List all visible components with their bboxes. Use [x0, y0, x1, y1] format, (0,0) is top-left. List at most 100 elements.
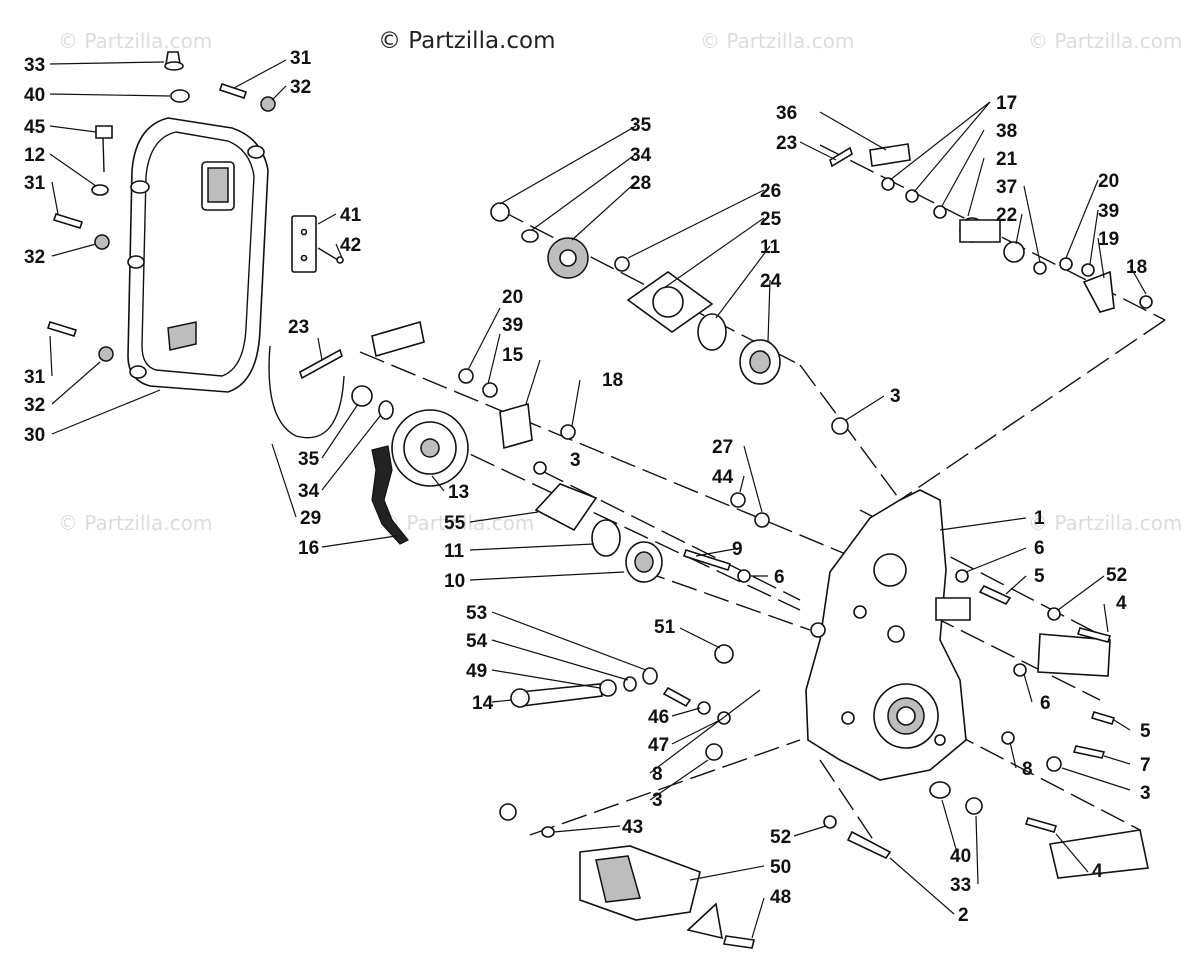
callout: 23	[776, 133, 797, 154]
callout: 3	[570, 450, 581, 471]
right-side-hardware	[823, 569, 1149, 879]
callout: 9	[732, 539, 743, 560]
callout: 43	[622, 817, 643, 838]
callout: 1	[1034, 508, 1045, 529]
callout: 6	[1034, 538, 1045, 559]
copyright-notice: © Partzilla.com	[378, 28, 556, 54]
callout: 23	[288, 317, 309, 338]
callout: 8	[652, 764, 663, 785]
callout: 38	[996, 121, 1017, 142]
callout: 55	[444, 513, 466, 534]
callout: 51	[654, 617, 676, 638]
callout: 33	[950, 875, 971, 896]
callout: 10	[444, 571, 465, 592]
drive-chain	[371, 445, 409, 545]
callout: 36	[776, 103, 797, 124]
callout: 37	[996, 177, 1017, 198]
callout: 7	[1140, 755, 1151, 776]
callout: 31	[24, 173, 46, 194]
chaincase-housing	[805, 489, 971, 781]
upper-shaft-parts	[490, 202, 781, 385]
cover-hardware	[46, 51, 344, 362]
callout: 6	[1040, 693, 1051, 714]
callout: 50	[770, 857, 791, 878]
lower-left-hardware	[499, 644, 734, 838]
watermark: © Partzilla.com	[700, 29, 854, 53]
callout: 52	[770, 827, 791, 848]
callout: 2	[958, 905, 969, 926]
callout: 27	[712, 437, 733, 458]
callout: 35	[630, 115, 652, 136]
callout: 6	[774, 567, 785, 588]
callout: 35	[298, 449, 320, 470]
callout: 19	[1098, 229, 1119, 250]
callout: 32	[24, 395, 45, 416]
cotter-pin	[299, 348, 343, 380]
callout: 18	[1126, 257, 1147, 278]
watermark: © Partzilla.com	[58, 511, 212, 535]
callout: 32	[24, 247, 45, 268]
callout: 14	[472, 693, 494, 714]
callout: 20	[1098, 171, 1119, 192]
callout: 34	[630, 145, 652, 166]
callout: 49	[466, 661, 487, 682]
callout: 45	[24, 117, 46, 138]
callout: 3	[652, 790, 663, 811]
callout: 5	[1140, 721, 1151, 742]
callout: 15	[502, 345, 524, 366]
chaincase-cover	[127, 117, 269, 393]
callout: 11	[444, 541, 465, 562]
callout: 21	[996, 149, 1018, 170]
watermark: © Partzilla.com	[1028, 29, 1182, 53]
callout: 39	[1098, 201, 1119, 222]
callouts: 33 40 45 12 31 32 31 32 30 31 32 41 42 2…	[24, 48, 1151, 926]
callout: 41	[340, 205, 362, 226]
callout: 29	[300, 508, 321, 529]
bottom-bracket	[579, 845, 755, 949]
callout: 53	[466, 603, 487, 624]
callout: 20	[502, 287, 523, 308]
callout: 16	[298, 538, 319, 559]
callout: 3	[1140, 783, 1151, 804]
callout: 31	[290, 48, 312, 69]
callout: 26	[760, 181, 781, 202]
callout: 42	[340, 235, 361, 256]
middle-shaft-parts	[458, 368, 770, 583]
callout: 54	[466, 631, 488, 652]
callout: 18	[602, 370, 623, 391]
callout: 52	[1106, 565, 1127, 586]
callout: 46	[648, 707, 669, 728]
callout: 12	[24, 145, 45, 166]
sprocket	[391, 409, 469, 487]
callout: 4	[1092, 861, 1103, 882]
callout: 3	[890, 386, 901, 407]
callout: 48	[770, 887, 791, 908]
tensioner-arm	[371, 320, 425, 358]
tension-assembly	[829, 143, 1153, 435]
callout: 40	[950, 846, 971, 867]
callout: 25	[760, 209, 782, 230]
callout: 22	[996, 205, 1017, 226]
nut	[351, 385, 373, 407]
callout: 5	[1034, 566, 1045, 587]
callout: 31	[24, 367, 46, 388]
callout: 44	[712, 467, 734, 488]
washer	[378, 400, 394, 420]
callout: 13	[448, 482, 469, 503]
callout: 30	[24, 425, 45, 446]
callout: 4	[1116, 593, 1127, 614]
callout: 8	[1022, 759, 1033, 780]
spring-wire	[268, 345, 345, 439]
callout: 32	[290, 77, 311, 98]
callout: 17	[996, 93, 1017, 114]
callout: 39	[502, 315, 523, 336]
watermark: © Partzilla.com	[380, 511, 534, 535]
callout: 28	[630, 173, 651, 194]
callout: 11	[760, 237, 781, 258]
watermark: © Partzilla.com	[1028, 511, 1182, 535]
callout: 33	[24, 55, 45, 76]
callout: 34	[298, 481, 320, 502]
callout: 24	[760, 271, 782, 292]
callout: 40	[24, 85, 45, 106]
